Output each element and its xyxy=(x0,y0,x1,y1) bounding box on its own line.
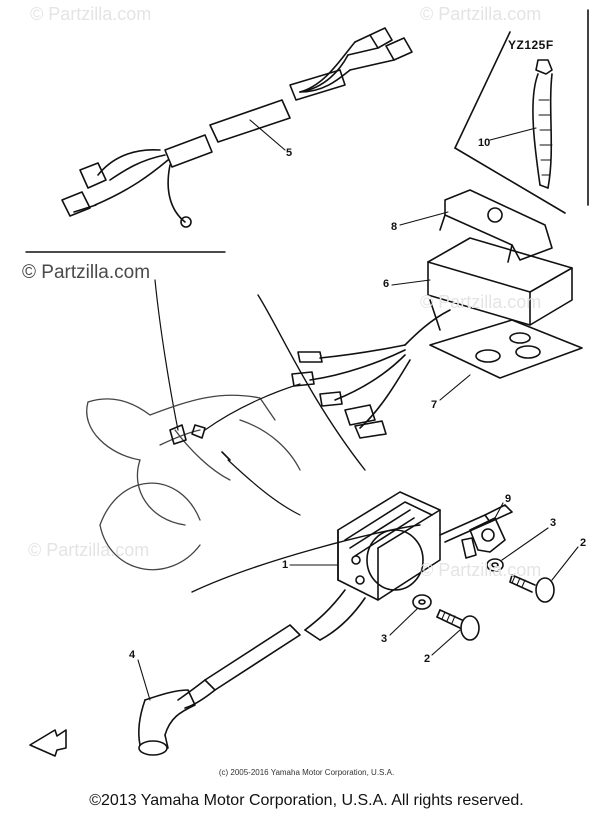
watermark-lower-left: © Partzilla.com xyxy=(28,540,150,560)
callout-2-right: 2 xyxy=(580,537,587,549)
callout-leaders xyxy=(137,119,579,701)
watermark-top-left: © Partzilla.com xyxy=(30,4,152,24)
callout-6: 6 xyxy=(383,278,390,290)
watermark-mid-left: © Partzilla.com xyxy=(22,262,151,283)
footer-copyright: ©2013 Yamaha Motor Corporation, U.S.A. A… xyxy=(89,792,524,809)
callout-3-left: 3 xyxy=(381,633,388,645)
model-label: YZ125F xyxy=(508,38,554,52)
callout-1: 1 xyxy=(282,559,289,571)
washer-part-3-right xyxy=(486,558,504,572)
watermark-top-right: © Partzilla.com xyxy=(420,4,542,24)
bolt-part-2-left xyxy=(436,609,480,641)
callout-9: 9 xyxy=(505,493,512,505)
ignition-coil-part-1 xyxy=(304,491,513,641)
cable-tie-part-10 xyxy=(532,59,553,189)
rubber-plate-part-7 xyxy=(429,319,583,379)
cdi-location-detail xyxy=(169,424,231,461)
callout-4: 4 xyxy=(129,649,136,661)
washer-part-3-left xyxy=(412,594,432,610)
bracket-part-8 xyxy=(439,189,553,263)
callout-2-left: 2 xyxy=(424,653,431,665)
fine-print-copyright: (c) 2005-2016 Yamaha Motor Corporation, … xyxy=(218,768,395,777)
callout-5: 5 xyxy=(286,147,293,159)
callout-8: 8 xyxy=(391,221,398,233)
cdi-unit-part-6 xyxy=(404,237,573,346)
bolt-part-2-right xyxy=(509,574,555,603)
watermark-lower-right: © Partzilla.com xyxy=(420,560,542,580)
callout-7: 7 xyxy=(431,399,438,411)
cdi-wiring xyxy=(291,344,411,439)
motorcycle-outline xyxy=(86,394,301,571)
front-arrow-icon xyxy=(29,729,67,757)
watermark-mid-right: © Partzilla.com xyxy=(420,292,542,312)
wire-harness-part-5 xyxy=(61,27,413,228)
callout-10: 10 xyxy=(478,137,491,149)
clamp-part-9 xyxy=(461,517,506,559)
spark-plug-cap-part-4 xyxy=(138,624,301,756)
inset-frame xyxy=(454,9,589,214)
callout-3-right: 3 xyxy=(550,517,557,529)
